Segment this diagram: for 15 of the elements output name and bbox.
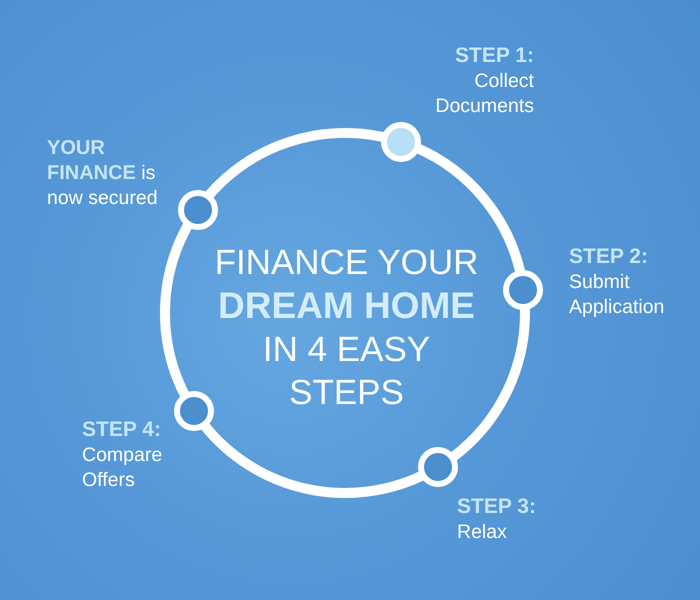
step-caption: YOUR FINANCE is now secured (47, 136, 159, 211)
diagram-title: FINANCE YOUR DREAM HOME IN 4 EASY STEPS (214, 242, 480, 414)
ring-arc (205, 128, 384, 200)
ring-arc (415, 144, 525, 274)
step-description: Compare Offers (82, 442, 164, 493)
ring-arc (200, 422, 424, 498)
ring-arc (160, 222, 192, 398)
step-description: Relax (456, 520, 508, 545)
step-heading: STEP 4: (82, 416, 162, 443)
step-description: Submit Application (568, 270, 666, 320)
step-heading: STEP 2: (568, 244, 649, 270)
step-description: Collect Documents (434, 69, 534, 119)
step-heading: STEP 3: (456, 494, 537, 520)
ring-arc (449, 307, 530, 462)
step-heading: STEP 1: (454, 43, 534, 69)
